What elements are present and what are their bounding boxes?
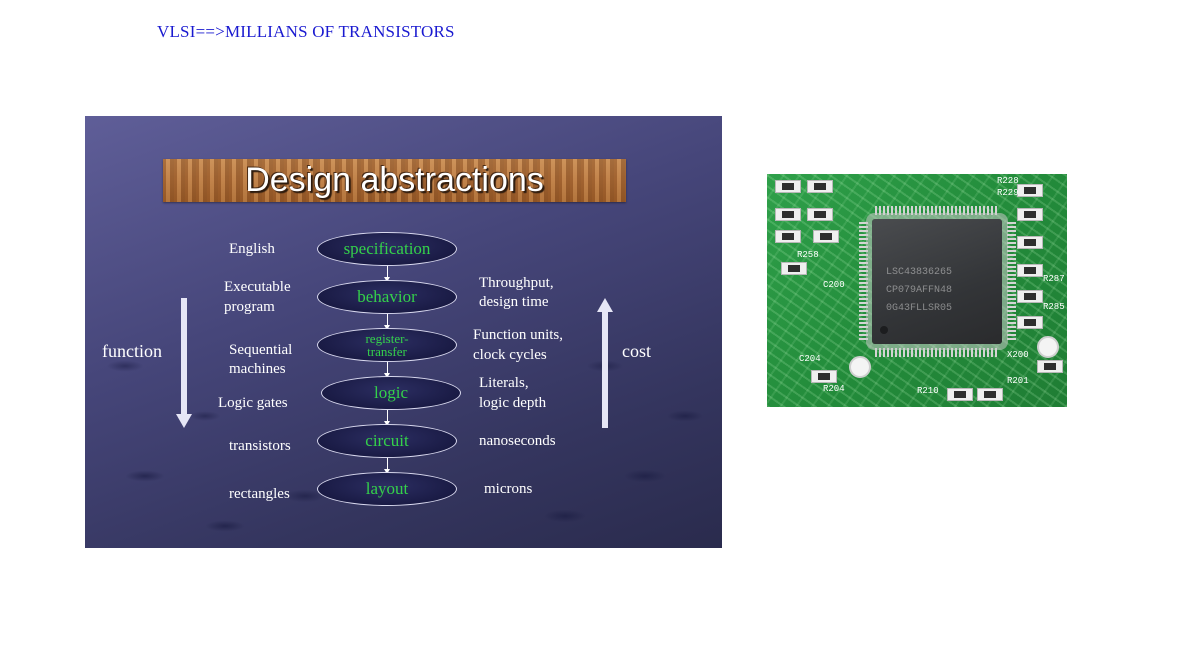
chip-pins-left [859,222,868,342]
pcb-label: R228 [997,176,1019,186]
pcb-label: R204 [823,384,845,394]
level-specification: specification [317,232,457,266]
level-layout: layout [317,472,457,506]
label-design-time: design time [479,294,549,310]
chip-marking: LSC43836265 [886,267,953,278]
smd-component [775,208,801,221]
level-register-transfer: register- transfer [317,328,457,362]
label-machines: machines [229,361,286,377]
connector-arrow [384,410,390,426]
smd-component [1017,236,1043,249]
level-circuit: circuit [317,424,457,458]
chip-pins-right [1007,222,1016,342]
smd-component [1017,184,1043,197]
connector-arrow [384,458,390,474]
function-down-arrow-icon [176,298,192,428]
page-heading: VLSI==>MILLIANS OF TRANSISTORS [157,22,455,41]
pcb-label: R210 [917,386,939,396]
connector-arrow [384,314,390,330]
label-logic-gates: Logic gates [218,395,288,411]
smd-component [781,262,807,275]
microchip: LSC43836265 CP079AFFN48 0G43FLLSR05 [872,219,1002,344]
smd-component [1017,290,1043,303]
pcb-label: R229 [997,188,1019,198]
pcb-label: C204 [799,354,821,364]
smd-component [813,230,839,243]
label-executable: Executable [224,279,291,295]
via-pad [849,356,871,378]
chip-pins-bottom [875,348,999,357]
pcb-photo: LSC43836265 CP079AFFN48 0G43FLLSR05 R228… [767,174,1067,407]
slide-title: Design abstractions [245,161,544,199]
connector-arrow [384,362,390,378]
label-nanoseconds: nanoseconds [479,433,556,449]
level-register-transfer-line1: register- [365,331,409,346]
chip-pins-top [875,206,999,215]
cost-label: cost [622,341,651,361]
smd-component [775,180,801,193]
label-microns: microns [484,481,533,497]
pcb-label: X200 [1007,350,1029,360]
cost-up-arrow-icon [597,298,613,428]
smd-component [807,180,833,193]
chip-marking: CP079AFFN48 [886,285,953,296]
smd-component [947,388,973,401]
smd-component [775,230,801,243]
level-logic: logic [321,376,461,410]
smd-component [1017,208,1043,221]
label-program: program [224,299,275,315]
label-logic-depth: logic depth [479,395,547,411]
pcb-label: C200 [823,280,845,290]
label-english: English [229,241,275,257]
pcb-label: R258 [797,250,819,260]
chip-pin1-dot [880,326,888,334]
title-banner: Design abstractions [163,159,626,202]
smd-component [1017,264,1043,277]
smd-component [1017,316,1043,329]
connector-arrow [384,266,390,282]
function-label: function [102,341,162,361]
level-register-transfer-line2: transfer [367,344,407,359]
smd-component [811,370,837,383]
chip-marking: 0G43FLLSR05 [886,303,953,314]
smd-component [1037,360,1063,373]
via-pad [1037,336,1059,358]
label-transistors: transistors [229,438,291,454]
level-behavior: behavior [317,280,457,314]
label-rectangles: rectangles [229,486,290,502]
design-abstractions-slide: Design abstractions English Executable p… [85,116,722,548]
label-sequential: Sequential [229,342,293,358]
label-clock-cycles: clock cycles [473,347,547,363]
label-literals: Literals, [479,375,529,391]
label-throughput: Throughput, [479,275,554,291]
pcb-label: R201 [1007,376,1029,386]
pcb-label: R287 [1043,274,1065,284]
pcb-label: R285 [1043,302,1065,312]
smd-component [807,208,833,221]
smd-component [977,388,1003,401]
label-function-units: Function units, [473,327,564,343]
